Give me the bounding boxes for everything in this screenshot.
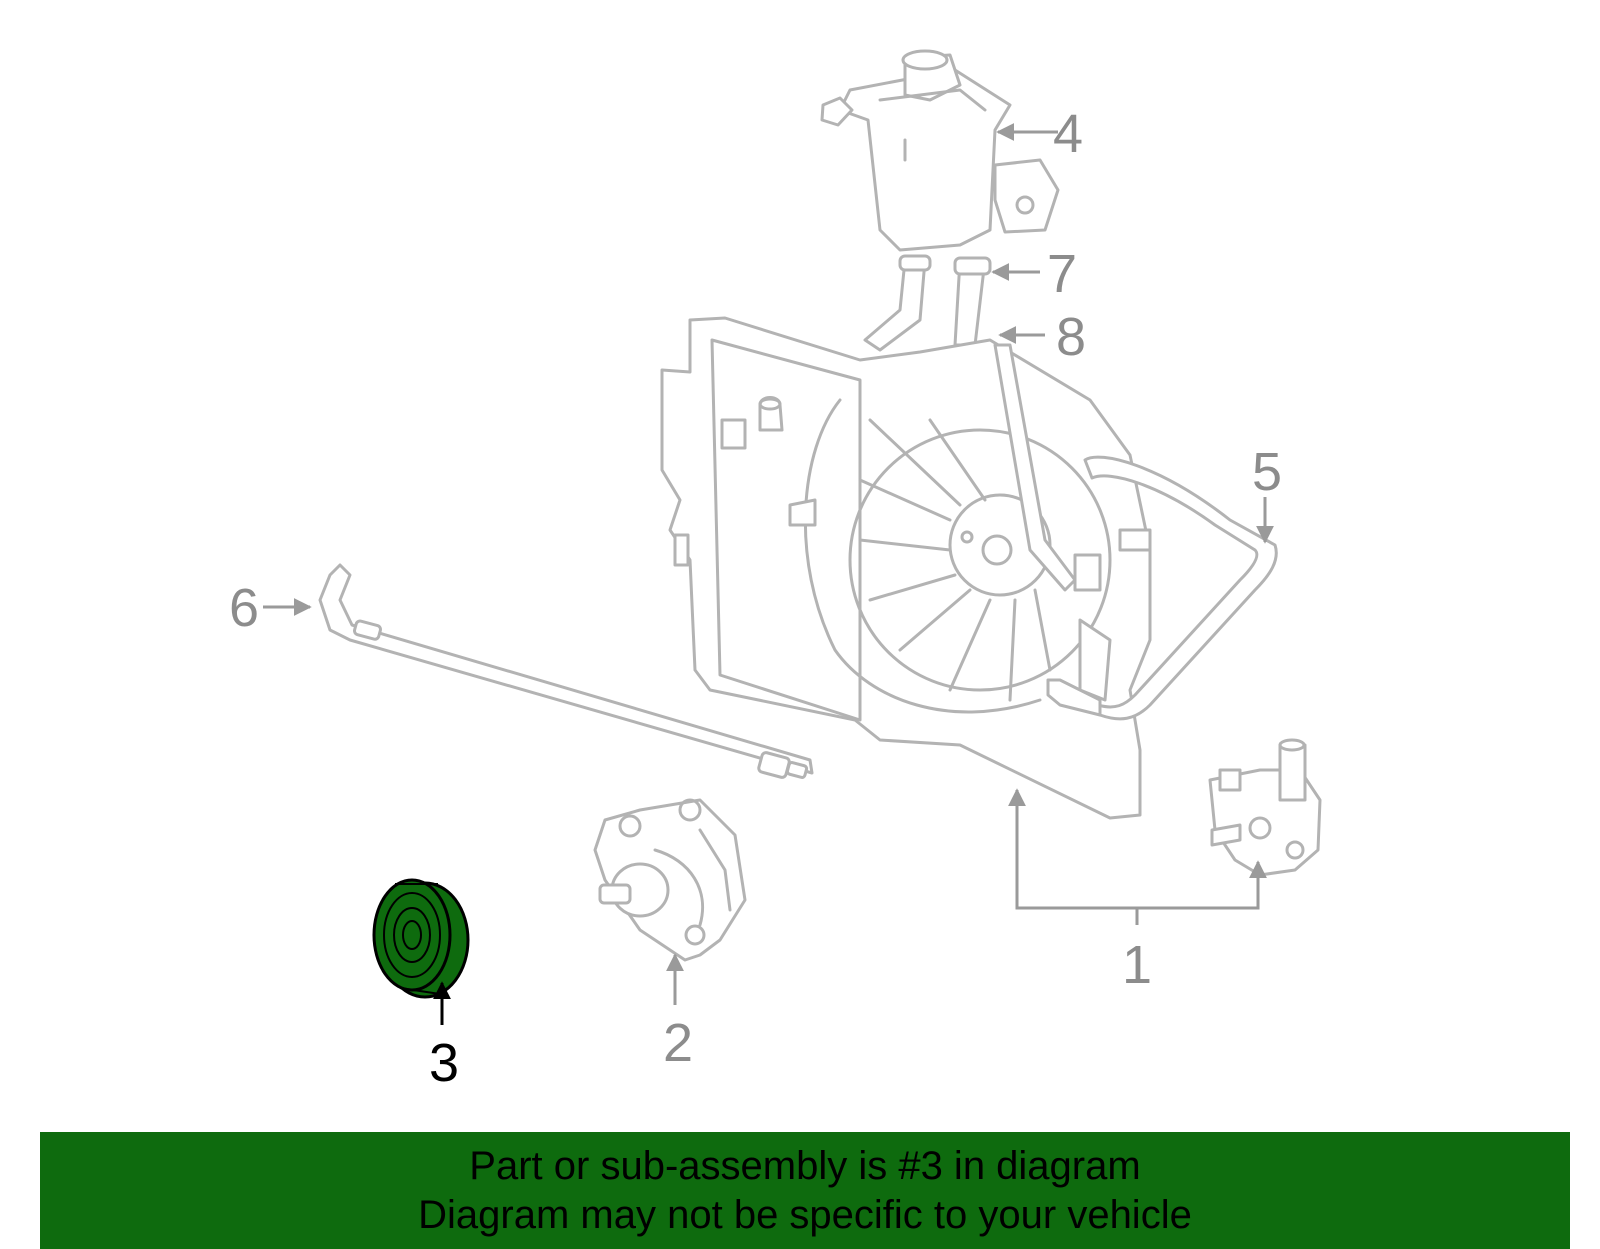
- hoses-part[interactable]: [863, 254, 992, 352]
- pump-part[interactable]: [593, 798, 747, 962]
- rod-part[interactable]: [318, 563, 814, 779]
- callout-5: 5: [1252, 442, 1282, 502]
- callout-3: 3: [429, 1033, 459, 1093]
- banner-line-part: Part or sub-assembly is #3 in diagram: [469, 1144, 1141, 1188]
- callout-2: 2: [663, 1013, 693, 1073]
- callout-4: 4: [1053, 104, 1083, 164]
- callout-6: 6: [229, 578, 259, 638]
- leader-lines: [263, 123, 1274, 1025]
- valve-part[interactable]: [1208, 738, 1322, 877]
- pulley-part[interactable]: [372, 878, 470, 999]
- tube-assembly-part[interactable]: [993, 343, 1278, 721]
- info-banner: Part or sub-assembly is #3 in diagram Di…: [40, 1132, 1570, 1249]
- callout-7: 7: [1047, 244, 1077, 304]
- reservoir-part[interactable]: [820, 49, 1060, 252]
- callout-8: 8: [1056, 307, 1086, 367]
- callout-1: 1: [1122, 935, 1152, 995]
- banner-line-disclaimer: Diagram may not be specific to your vehi…: [418, 1193, 1192, 1237]
